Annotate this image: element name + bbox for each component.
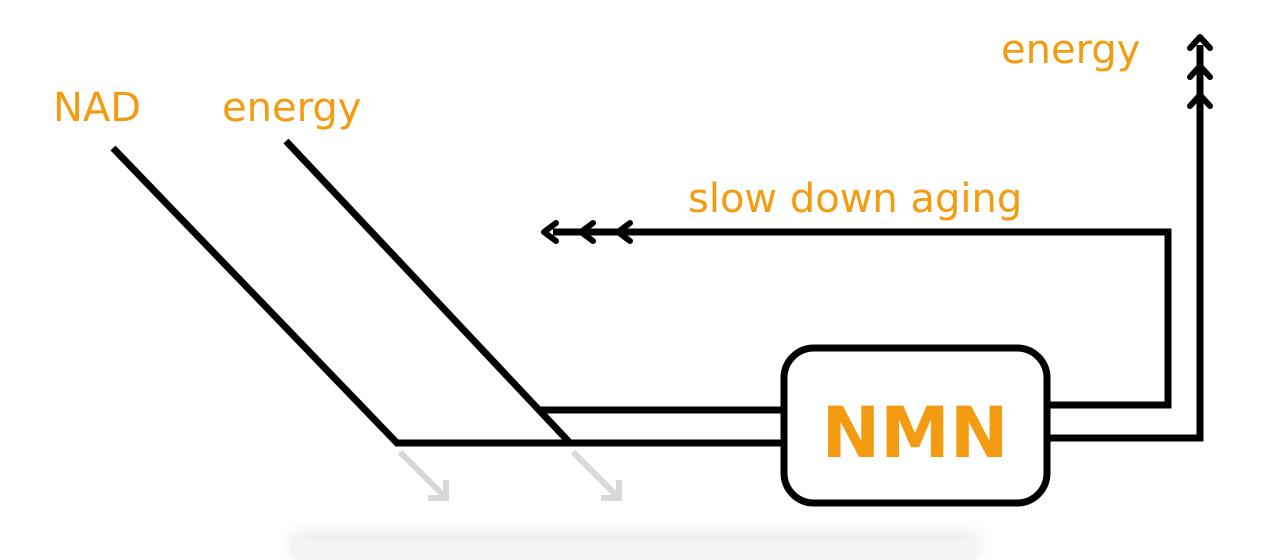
ghost-arrow-left (397, 449, 449, 501)
up-chevrons-icon (1187, 34, 1213, 109)
nmn-box (780, 344, 1051, 507)
nad-label: NAD (53, 85, 141, 131)
energy-input-label: energy (222, 85, 361, 131)
energy-input-line (283, 138, 573, 446)
energy-output-label: energy (1001, 27, 1140, 73)
slow-down-aging-line (553, 228, 1172, 409)
left-chevrons-icon (541, 220, 633, 244)
nmn-label: NMN (822, 392, 1009, 474)
ghost-arrow-right (570, 449, 622, 501)
nad-input-line (110, 145, 784, 447)
bottom-panel-edge (290, 540, 980, 560)
energy-output-line (1047, 45, 1204, 442)
slow-down-aging-label: slow down aging (688, 176, 1022, 222)
